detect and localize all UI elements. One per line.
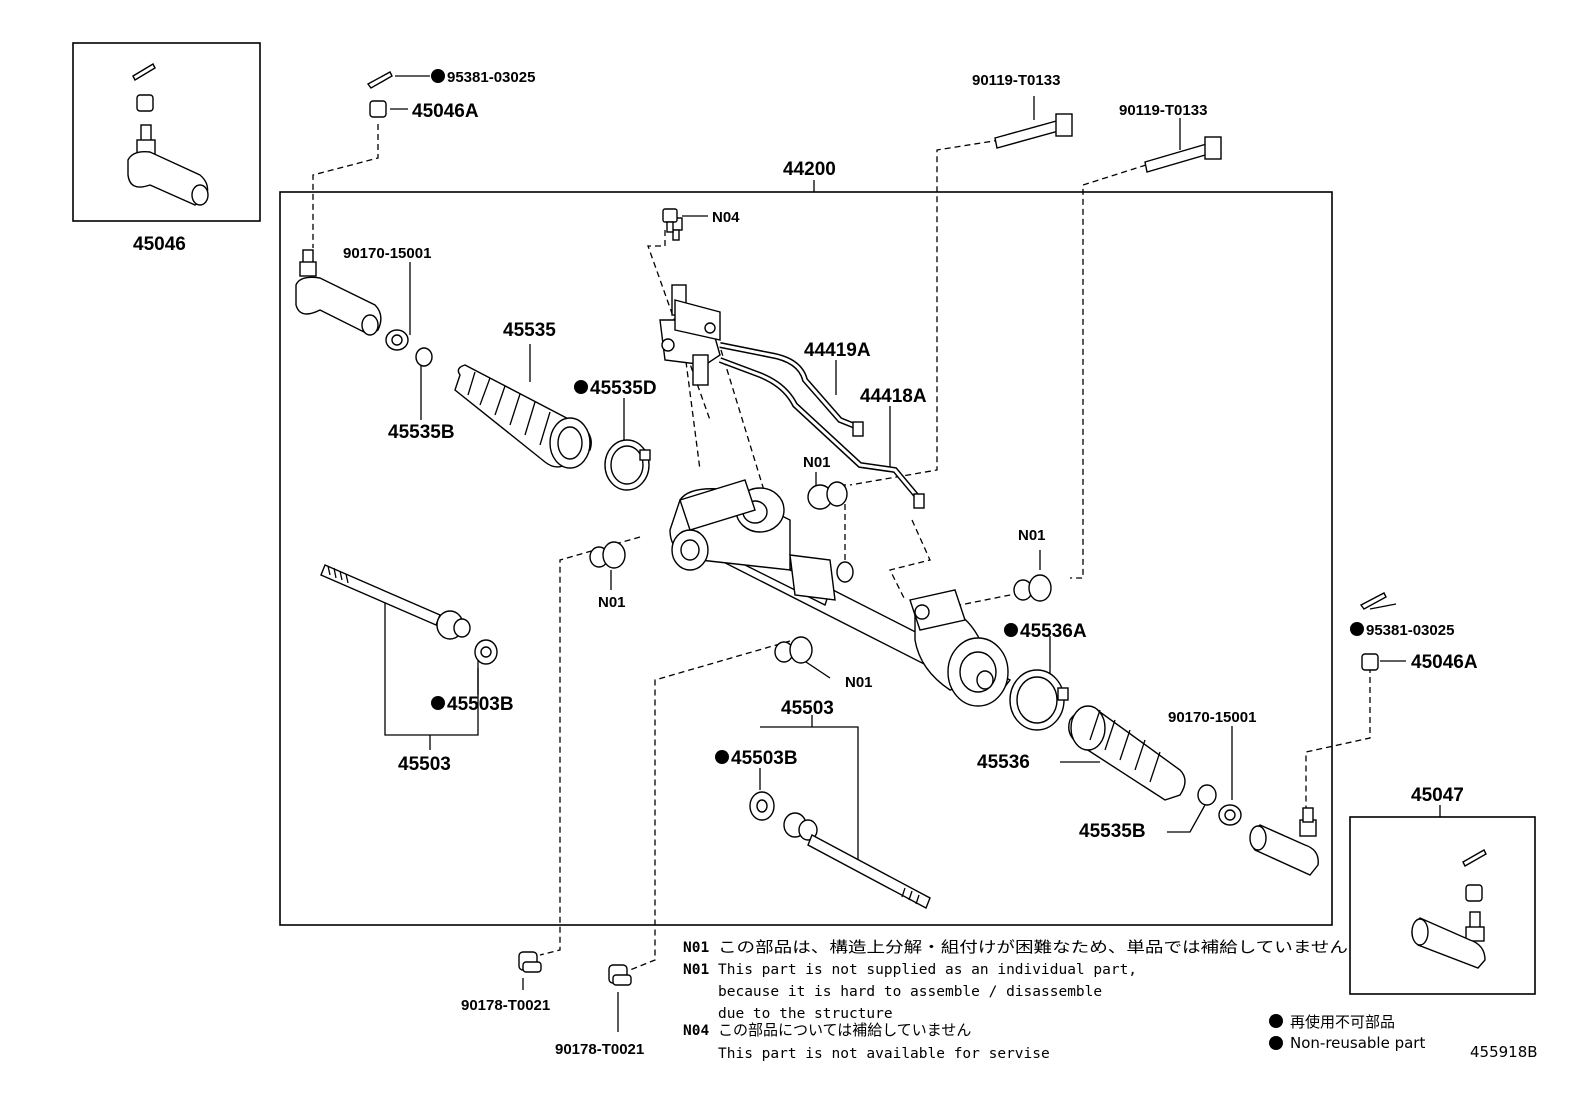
label-45535d: 45535D (590, 378, 657, 399)
pressure-lines (718, 342, 925, 509)
legend-jp: 再使用不可部品 (1290, 1013, 1395, 1031)
label-95381-top: 95381-03025 (447, 69, 535, 86)
label-44419a: 44419A (804, 340, 871, 361)
note-n01-code-en: N01 (683, 962, 709, 978)
lock-washer-45503b-left (474, 639, 498, 665)
label-45046a-top: 45046A (412, 101, 479, 122)
label-45536: 45536 (977, 752, 1030, 773)
nut-90170-right (1218, 804, 1242, 826)
label-n01-right: N01 (1018, 527, 1046, 544)
label-n01-left: N01 (598, 594, 626, 611)
lock-washer-45503b-center (749, 791, 775, 821)
legend-dot-jp (1269, 1014, 1283, 1028)
label-90178-center: 90178-T0021 (555, 1041, 644, 1058)
clip-45535b-right (1197, 784, 1217, 806)
clip-45535b-left (415, 347, 433, 367)
note-n01-en-line2: because it is hard to assemble / disasse… (718, 984, 1102, 1000)
bushing-n01-lower (774, 636, 813, 664)
rack-housing (669, 479, 1012, 707)
cotter-pin-top (366, 71, 393, 89)
bushing-n01-right (1013, 574, 1052, 602)
bolt-90119-b (1144, 136, 1222, 173)
bolt-90119-a (994, 113, 1073, 149)
label-45535b-left: 45535B (388, 422, 455, 443)
bolt-n04 (662, 208, 678, 233)
part-labels: 45046 95381-03025 45046A 44200 90119-T01… (133, 69, 1478, 1058)
label-45503b-left: 45503B (447, 694, 514, 715)
label-45503-center: 45503 (781, 698, 834, 719)
label-45503b-center: 45503B (731, 748, 798, 769)
legend-en: Non-reusable part (1290, 1034, 1425, 1052)
label-90178-left: 90178-T0021 (461, 997, 550, 1014)
inset-frame-45046 (72, 42, 261, 222)
flange-nut-left (518, 951, 542, 973)
non-reusable-marker-45503b-center (715, 750, 729, 764)
boot-45535 (454, 364, 592, 469)
label-90119-a: 90119-T0133 (972, 72, 1060, 89)
clamp-45536a (1009, 669, 1069, 731)
boot-45536 (1068, 705, 1186, 801)
note-n01-en-line1: This part is not supplied as an individu… (718, 962, 1137, 978)
tie-rod-end-right (1249, 807, 1319, 876)
label-n04: N04 (712, 209, 740, 226)
note-n04-code-jp: N04 (683, 1023, 709, 1039)
label-90170-right: 90170-15001 (1168, 709, 1256, 726)
label-45535: 45535 (503, 320, 556, 341)
castle-nut-right (1361, 653, 1379, 671)
note-n01-en-line3: due to the structure (718, 1006, 893, 1022)
cotter-pin-right (1359, 592, 1387, 610)
nut-90170-left (385, 329, 409, 351)
inset-frame-45047 (1349, 816, 1536, 995)
non-reusable-marker-95381-right (1350, 622, 1364, 636)
label-45046: 45046 (133, 234, 186, 255)
label-90170-left: 90170-15001 (343, 245, 431, 262)
label-45535b-right: 45535B (1079, 821, 1146, 842)
non-reusable-marker-45535d (574, 380, 588, 394)
label-45503-left: 45503 (398, 754, 451, 775)
label-n01-lower: N01 (845, 674, 873, 691)
note-n04-jp: この部品については補給していません (718, 1021, 971, 1039)
legend-dot-en (1269, 1036, 1283, 1050)
inset-tie-rod-end-45047 (1411, 849, 1487, 969)
label-90119-b: 90119-T0133 (1119, 102, 1207, 119)
legend: 再使用不可部品 Non-reusable part 455918B (1269, 1013, 1538, 1061)
note-n01-code-jp: N01 (683, 940, 709, 956)
non-reusable-marker-45503b-left (431, 696, 445, 710)
clamp-45535d (604, 439, 651, 491)
non-reusable-marker-95381-top (431, 69, 445, 83)
diagram-id: 455918B (1470, 1043, 1538, 1061)
label-45047: 45047 (1411, 785, 1464, 806)
label-45536a: 45536A (1020, 621, 1087, 642)
label-45046a-right: 45046A (1411, 652, 1478, 673)
inner-tie-rod-center (783, 812, 931, 909)
inner-tie-rod-left (320, 564, 471, 640)
note-n01-jp: この部品は、構造上分解・組付けが困難なため、単品では補給していません (718, 938, 1348, 956)
bushing-n01-upper (807, 481, 848, 510)
pinion-valve (659, 217, 721, 386)
label-44418a: 44418A (860, 386, 927, 407)
label-44200: 44200 (783, 159, 836, 180)
tie-rod-end-left (295, 249, 382, 336)
note-n04-en: This part is not available for servise (718, 1046, 1050, 1062)
main-assembly-frame (279, 191, 1333, 926)
notes-block: N01 この部品は、構造上分解・組付けが困難なため、単品では補給していません N… (683, 938, 1348, 1062)
dashed-leaders (312, 124, 1371, 971)
non-reusable-marker-45536a (1004, 623, 1018, 637)
label-n01-upper: N01 (803, 454, 831, 471)
castle-nut-top (369, 100, 387, 118)
inset-tie-rod-end-45046 (127, 63, 209, 206)
label-95381-right: 95381-03025 (1366, 622, 1454, 639)
flange-nut-center (608, 964, 632, 986)
bushing-n01-left (589, 541, 626, 569)
solid-leaders (384, 75, 1441, 1032)
